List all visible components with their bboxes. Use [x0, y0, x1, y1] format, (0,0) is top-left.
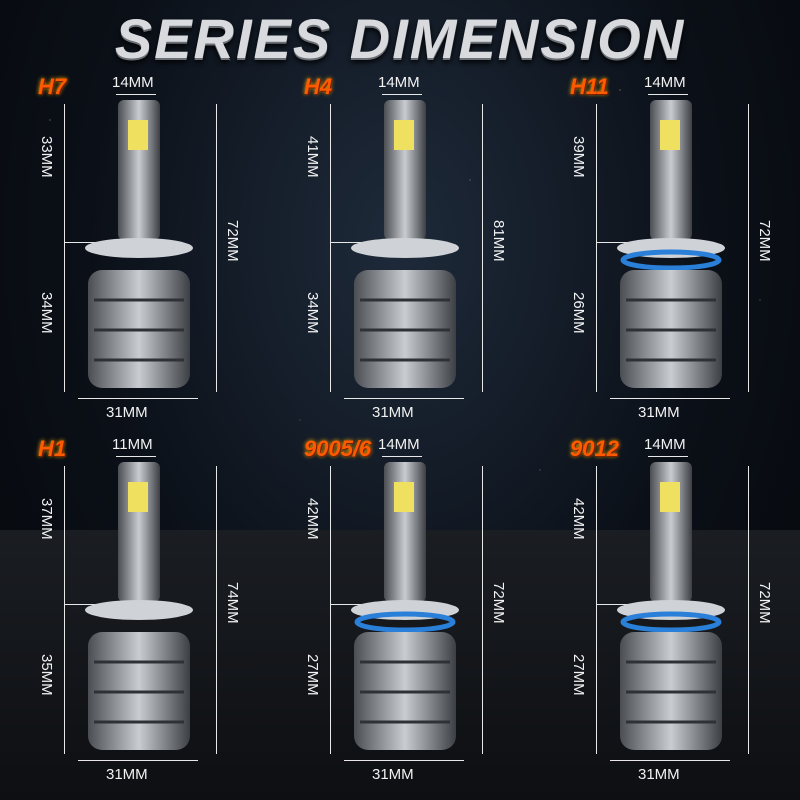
base-width-label: 31MM	[638, 404, 680, 421]
bottom-height-label: 34MM	[38, 292, 55, 334]
bulb-drawing	[85, 100, 193, 388]
base-width-label: 31MM	[106, 766, 148, 783]
bulb-seal-ring	[620, 249, 722, 271]
split-guide-line	[596, 242, 636, 243]
top-width-line	[382, 456, 422, 457]
model-label: H11	[570, 74, 609, 99]
led-chip	[394, 120, 414, 150]
base-width-line	[78, 760, 198, 761]
top-height-label: 41MM	[304, 136, 321, 178]
model-label: H7	[38, 74, 67, 99]
right-guide-line	[748, 104, 749, 392]
bulb-cell-h4: H4 14MM 41MM 34MM 81MM 31MM	[266, 70, 532, 430]
bottom-height-label: 26MM	[570, 292, 587, 334]
bulb-drawing	[617, 462, 725, 750]
bulb-seal-ring	[354, 611, 456, 633]
left-guide-line	[330, 104, 331, 392]
model-label: H1	[38, 436, 67, 461]
top-height-label: 42MM	[570, 498, 587, 540]
bulb-cell-h1: H1 11MM 37MM 35MM 74MM 31MM	[0, 432, 266, 792]
split-guide-line	[596, 604, 636, 605]
base-width-line	[344, 398, 464, 399]
led-bulb-image	[74, 100, 204, 405]
bulb-drawing	[85, 462, 193, 750]
model-label: 9005/6	[304, 436, 372, 461]
bulb-cell-9005-6: 9005/6 14MM 42MM 27MM 72MM 31MM	[266, 432, 532, 792]
top-height-label: 39MM	[570, 136, 587, 178]
bottom-height-label: 35MM	[38, 654, 55, 696]
base-width-label: 31MM	[372, 766, 414, 783]
top-height-label: 37MM	[38, 498, 55, 540]
led-bulb-image	[340, 462, 470, 767]
split-guide-line	[64, 604, 104, 605]
top-height-label: 33MM	[38, 136, 55, 178]
bulb-drawing	[617, 100, 725, 388]
led-bulb-image	[606, 100, 736, 405]
bulb-drawing	[351, 462, 459, 750]
bottom-height-label: 27MM	[570, 654, 587, 696]
led-bulb-image	[606, 462, 736, 767]
bottom-height-label: 27MM	[304, 654, 321, 696]
led-chip	[394, 482, 414, 512]
top-width-label: 14MM	[644, 436, 686, 453]
top-width-label: 14MM	[378, 436, 420, 453]
base-width-line	[344, 760, 464, 761]
led-bulb-image	[74, 462, 204, 767]
top-width-label: 14MM	[112, 74, 154, 91]
top-width-line	[116, 456, 156, 457]
bulb-cell-9012: 9012 14MM 42MM 27MM 72MM 31MM	[532, 432, 798, 792]
top-height-label: 42MM	[304, 498, 321, 540]
total-height-label: 72MM	[756, 220, 773, 262]
right-guide-line	[748, 466, 749, 754]
led-bulb-image	[340, 100, 470, 405]
top-width-label: 14MM	[644, 74, 686, 91]
top-width-line	[116, 94, 156, 95]
right-guide-line	[216, 104, 217, 392]
left-guide-line	[596, 104, 597, 392]
top-width-line	[648, 94, 688, 95]
top-width-line	[382, 94, 422, 95]
base-width-line	[78, 398, 198, 399]
split-guide-line	[64, 242, 104, 243]
top-width-label: 14MM	[378, 74, 420, 91]
page-title: SERIES DIMENSION	[114, 7, 686, 70]
model-label: 9012	[570, 436, 619, 461]
left-guide-line	[64, 466, 65, 754]
base-width-label: 31MM	[638, 766, 680, 783]
top-width-label: 11MM	[112, 436, 153, 453]
model-label: H4	[304, 74, 333, 99]
left-guide-line	[596, 466, 597, 754]
split-guide-line	[330, 604, 370, 605]
total-height-label: 72MM	[756, 582, 773, 624]
bulb-flange	[351, 238, 459, 258]
base-width-label: 31MM	[372, 404, 414, 421]
led-chip	[660, 120, 680, 150]
total-height-label: 74MM	[224, 582, 241, 624]
bulb-cell-h11: H11 14MM 39MM 26MM 72MM 31MM	[532, 70, 798, 430]
right-guide-line	[482, 104, 483, 392]
right-guide-line	[482, 466, 483, 754]
base-width-line	[610, 398, 730, 399]
bulb-seal-ring	[620, 611, 722, 633]
split-guide-line	[330, 242, 370, 243]
left-guide-line	[64, 104, 65, 392]
base-width-label: 31MM	[106, 404, 148, 421]
bulb-flange	[85, 238, 193, 258]
base-width-line	[610, 760, 730, 761]
right-guide-line	[216, 466, 217, 754]
total-height-label: 81MM	[490, 220, 507, 262]
led-chip	[128, 482, 148, 512]
bulb-drawing	[351, 100, 459, 388]
bottom-height-label: 34MM	[304, 292, 321, 334]
left-guide-line	[330, 466, 331, 754]
total-height-label: 72MM	[490, 582, 507, 624]
top-width-line	[648, 456, 688, 457]
bulb-flange	[85, 600, 193, 620]
led-chip	[660, 482, 680, 512]
bulb-cell-h7: H7 14MM 33MM 34MM 72MM 31MM	[0, 70, 266, 430]
led-chip	[128, 120, 148, 150]
total-height-label: 72MM	[224, 220, 241, 262]
